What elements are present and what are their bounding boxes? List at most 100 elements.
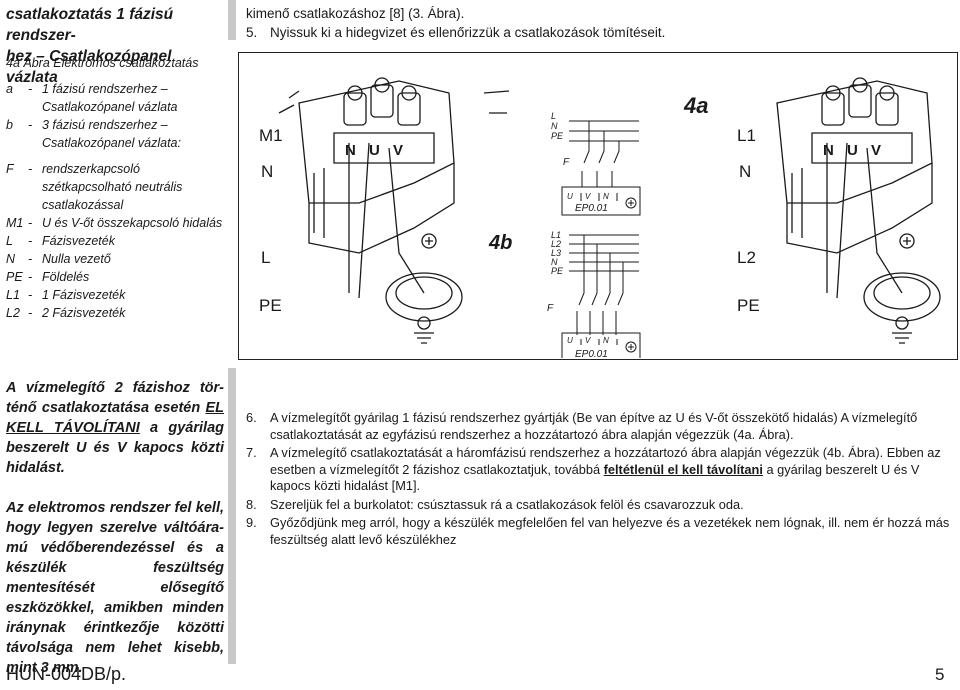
figure-legend: 4a Ábra Elektromos csatlakoztatás a-1 fá…	[6, 54, 224, 322]
panel-label-m1: M1	[259, 126, 283, 145]
schem-b-line: L1	[551, 230, 561, 240]
wiring-figure: 4a 4b M1 N L PE L1 N L2 PE L N PE F U V …	[238, 52, 958, 360]
legend-text: 3 fázisú rendszerhez – Csatlakozópanel v…	[42, 118, 181, 150]
step-item: 6. A vízmelegítőt gyárilag 1 fázisú rends…	[246, 410, 958, 443]
legend-key: M1	[6, 216, 24, 230]
step-number: 6.	[246, 410, 257, 425]
figure-tag-4b: 4b	[488, 232, 512, 254]
step-text: A vízmelegítő csatlakoztatását a háromfá…	[270, 445, 941, 493]
step-text: Győződjünk meg arról, hogy a készülék me…	[270, 515, 950, 547]
schem-b-line: N	[551, 257, 558, 267]
legend-key: L1	[6, 288, 20, 302]
schem-b-line: L3	[551, 248, 561, 258]
legend-symbol: L1-1 Fázisvezeték	[6, 286, 224, 304]
legend-item: b -3 fázisú rendszerhez – Csatlakozópanel…	[6, 116, 224, 152]
block-letter: U	[847, 142, 858, 159]
panel-label-pe: PE	[259, 296, 282, 315]
step-number: 8.	[246, 496, 257, 512]
terminal-u: U	[567, 192, 573, 201]
step-number: 5.	[246, 25, 258, 40]
legend-caption: 4a Ábra Elektromos csatlakoztatás	[6, 56, 199, 70]
document-code: HUN-004DB/p.	[6, 664, 127, 684]
step-text: A vízmelegítőt gyárilag 1 fázisú rendsze…	[270, 410, 918, 442]
terminal-u: U	[567, 336, 573, 345]
panel-label-l1: L1	[737, 126, 756, 145]
legend-key: PE	[6, 270, 23, 284]
legend-symbol: N-Nulla vezető	[6, 250, 224, 268]
terminal-v: V	[585, 336, 591, 345]
schem-a-line: PE	[551, 131, 564, 141]
legend-text: rendszerkapcsoló szétkapcsolható neutrál…	[42, 162, 183, 212]
schem-a-line: N	[551, 121, 558, 131]
warning-text: a gyárilag beszerelt U és V kapocs közti…	[6, 420, 224, 476]
legend-key: L2	[6, 306, 20, 320]
block-letter: N	[823, 142, 834, 159]
legend-dash: -	[28, 162, 33, 176]
column-divider	[228, 368, 236, 664]
instruction-steps: 6. A vízmelegítőt gyárilag 1 fázisú rends…	[246, 410, 958, 550]
legend-dash: -	[28, 234, 33, 248]
step-text: Szereljük fel a burkolatot: csúsztassuk …	[270, 496, 744, 512]
panel-label-l2: L2	[737, 248, 756, 267]
legend-key: b	[6, 118, 13, 132]
legend-key: L	[6, 234, 13, 248]
legend-symbol: PE-Földelés	[6, 268, 224, 286]
warning-two-phase: A vízmelegítő 2 fázishoz tör-ténő csatla…	[6, 378, 224, 478]
warning-emphasis: EL KELL TÁVOLÍTANI	[6, 400, 224, 436]
block-letter: N	[345, 142, 356, 159]
legend-text: Földelés	[42, 270, 90, 284]
column-divider	[228, 0, 236, 40]
panel-label-n: N	[261, 162, 273, 181]
terminal-v: V	[585, 192, 591, 201]
legend-text: 1 fázisú rendszerhez – Csatlakozópanel v…	[42, 82, 178, 114]
schem-a-line: L	[551, 111, 556, 121]
block-letter: V	[871, 142, 881, 159]
legend-dash: -	[28, 270, 33, 284]
block-letter: U	[369, 142, 380, 159]
step-number: 9.	[246, 515, 257, 530]
terminal-block-label: EP0.01	[575, 203, 608, 214]
panel-label-n: N	[739, 162, 751, 181]
legend-key: F	[6, 162, 14, 176]
terminal-block-label: EP0.01	[575, 349, 608, 358]
title-line: hez – Csatlakozópanel vázlata	[6, 48, 172, 86]
panel-b-drawing	[776, 77, 941, 344]
legend-dash: -	[28, 288, 33, 302]
panel-label-pe: PE	[737, 296, 760, 315]
legend-dash: -	[28, 82, 33, 96]
step-item: 9. Győződjünk meg arról, hogy a készülék …	[246, 515, 958, 548]
schematic-a	[561, 120, 641, 216]
terminal-n: N	[603, 336, 609, 345]
legend-key: a	[6, 82, 13, 96]
legend-text: U és V-őt összekapcsoló hidalás	[42, 216, 223, 230]
warning-text: A vízmelegítő 2 fázishoz tör-ténő csatla…	[6, 380, 224, 416]
step-item: 8. Szereljük fel a burkolatot: csúsztassu…	[246, 497, 958, 514]
figure-tag-4a: 4a	[683, 93, 708, 118]
title-line: csatlakoztatás 1 fázisú rendszer-	[6, 6, 174, 44]
switch-label-f: F	[563, 157, 570, 168]
legend-symbol: L2-2 Fázisvezeték	[6, 304, 224, 322]
header-line: kimenő csatlakozáshoz [8] (3. Ábra).	[246, 6, 465, 21]
legend-text: Fázisvezeték	[42, 234, 115, 248]
section-title: csatlakoztatás 1 fázisú rendszer- hez – …	[6, 4, 221, 88]
legend-dash: -	[28, 252, 33, 266]
schem-b-line: PE	[551, 266, 564, 276]
legend-symbol: L -Fázisvezeték	[6, 232, 224, 250]
panel-label-l: L	[261, 248, 270, 267]
switch-label-f: F	[547, 303, 554, 314]
step-item: 7. A vízmelegítő csatlakoztatását a három…	[246, 445, 958, 495]
legend-symbol: M1-U és V-őt összekapcsoló hidalás	[6, 214, 224, 232]
legend-item: a -1 fázisú rendszerhez – Csatlakozópanel…	[6, 80, 224, 116]
legend-text: Nulla vezető	[42, 252, 111, 266]
legend-dash: -	[28, 118, 33, 132]
legend-dash: -	[28, 216, 33, 230]
header-text: kimenő csatlakozáshoz [8] (3. Ábra). 5.N…	[246, 4, 665, 42]
step-emphasis: feltétlenül el kell távolítani	[603, 461, 763, 477]
warning-safety: Az elektromos rendszer fel kell, hogy le…	[6, 500, 224, 676]
step-number: 7.	[246, 445, 257, 460]
page-number: 5	[935, 665, 945, 684]
legend-key: N	[6, 252, 16, 266]
legend-text: 2 Fázisvezeték	[42, 306, 126, 320]
legend-text: 1 Fázisvezeték	[42, 288, 126, 302]
panel-a-drawing	[278, 77, 510, 344]
